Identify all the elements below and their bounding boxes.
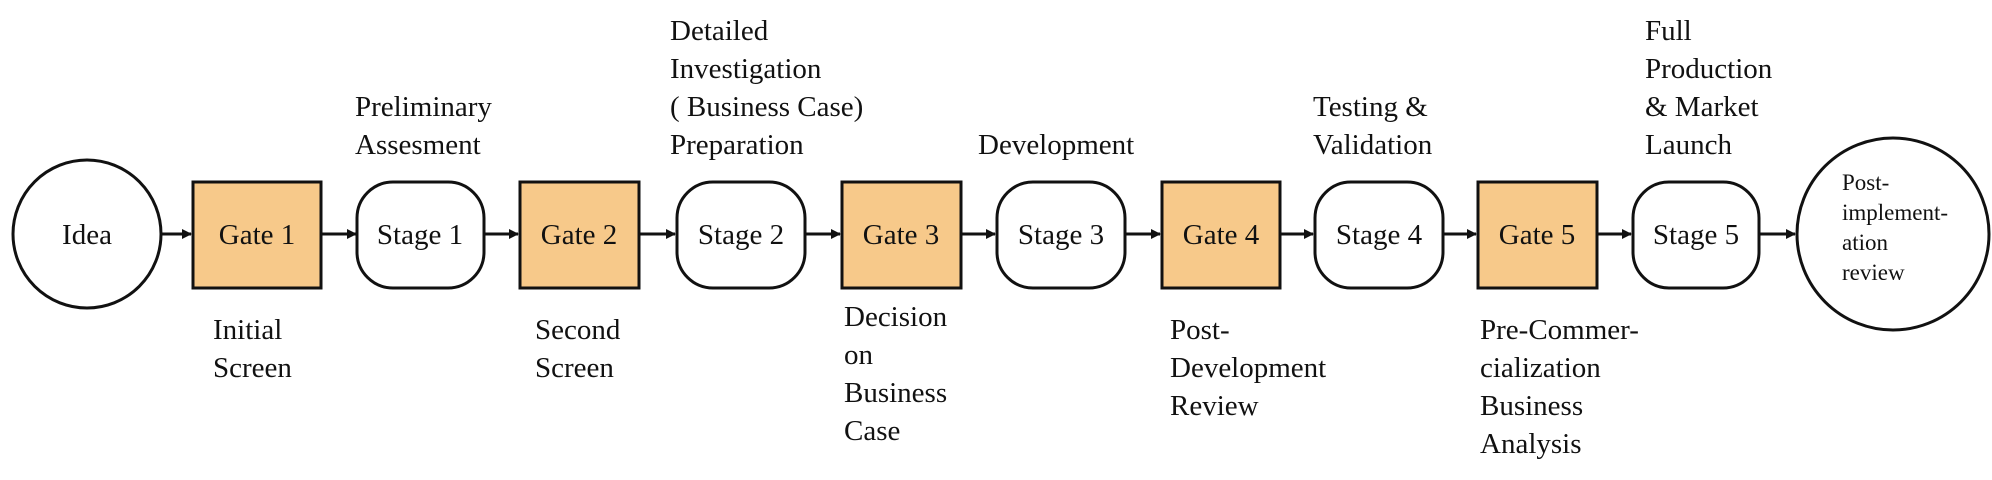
stage-3-label: Stage 3: [1018, 219, 1104, 251]
stage-3-description: Development: [978, 129, 1135, 161]
stage-3-box: [995, 180, 1127, 290]
gate-5-description: Pre-Commer- cialization Business Analysi…: [1480, 314, 1639, 460]
review-label: Post- implement- ation review: [1842, 170, 1949, 285]
gate-1-box: [191, 180, 323, 290]
gate-4-label: Gate 4: [1183, 219, 1260, 251]
stage-5-description: Full Production & Market Launch: [1645, 15, 1773, 161]
review-node: [1795, 136, 1991, 332]
gate-4-description: Post- Development Review: [1170, 314, 1327, 422]
stage-1-description: Preliminary Assesment: [355, 91, 492, 161]
gate-2-description: Second Screen: [535, 314, 621, 384]
stage-1-box: [355, 180, 486, 290]
stage-4-description: Testing & Validation: [1313, 91, 1433, 161]
stage-5-box: [1631, 180, 1761, 290]
stage-1-label: Stage 1: [377, 219, 463, 251]
stage-4-label: Stage 4: [1336, 219, 1423, 251]
idea-node: [11, 158, 163, 310]
gate-4-box: [1160, 180, 1282, 290]
gate-2-label: Gate 2: [541, 219, 618, 251]
stage-2-label: Stage 2: [698, 219, 784, 251]
gate-3-box: [840, 180, 963, 290]
gate-5-box: [1476, 180, 1599, 290]
stage-5-label: Stage 5: [1653, 219, 1739, 251]
stage-2-box: [675, 180, 807, 290]
gate-1-label: Gate 1: [219, 219, 296, 251]
gate-3-description: Decision on Business Case: [844, 301, 948, 447]
stage-2-description: Detailed Investigation ( Business Case) …: [670, 15, 864, 161]
idea-label: Idea: [62, 219, 112, 251]
stage-4-box: [1313, 180, 1445, 290]
gate-1-description: Initial Screen: [213, 314, 292, 384]
gate-2-box: [518, 180, 641, 290]
gate-3-label: Gate 3: [863, 219, 940, 251]
gate-5-label: Gate 5: [1499, 219, 1576, 251]
